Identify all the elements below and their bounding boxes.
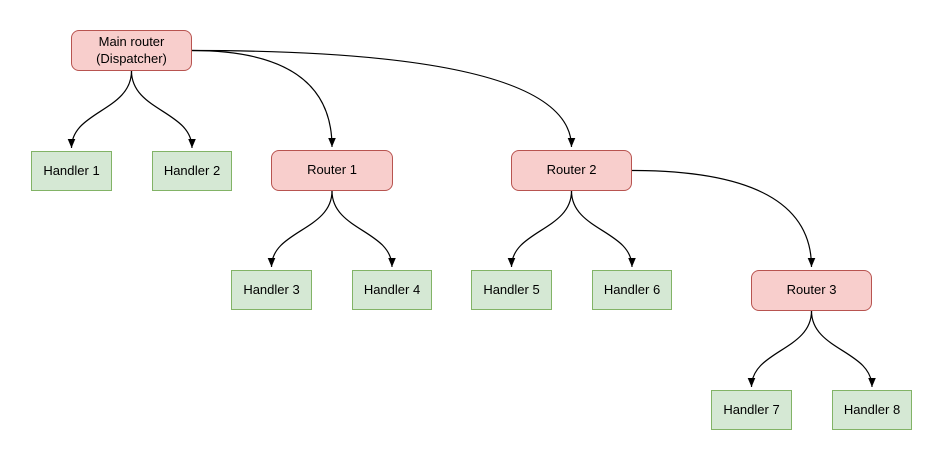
edge-main-router-to-router-1 [191,49,336,148]
node-router-1-label: Router 1 [307,162,357,178]
node-handler-3: Handler 3 [231,270,312,310]
node-router-2-label: Router 2 [546,162,597,178]
node-handler-3-label: Handler 3 [243,281,300,297]
node-handler-2: Handler 2 [152,151,232,191]
edge-router-1-to-handler-3 [267,190,333,268]
node-main-router: Main router (Dispatcher) [71,30,192,71]
edge-main-router-to-handler-2 [130,70,196,149]
edge-main-router-to-router-2 [191,49,576,148]
node-handler-7: Handler 7 [711,390,792,430]
edge-router-3-to-handler-7 [747,310,813,388]
node-handler-5-label: Handler 5 [483,281,540,297]
node-handler-4: Handler 4 [352,270,432,310]
node-main-router-label: Main router (Dispatcher) [96,34,167,66]
node-handler-7-label: Handler 7 [723,401,780,417]
edge-router-2-to-router-3 [631,169,816,268]
edge-router-1-to-handler-4 [331,190,396,268]
node-handler-6-label: Handler 6 [603,281,661,297]
node-handler-2-label: Handler 2 [163,162,221,178]
node-handler-1: Handler 1 [31,151,112,191]
node-router-1: Router 1 [271,150,393,191]
node-router-3: Router 3 [751,270,872,311]
edge-router-2-to-handler-6 [570,190,636,268]
node-router-3-label: Router 3 [786,282,837,298]
node-handler-6: Handler 6 [592,270,672,310]
node-router-2: Router 2 [511,150,632,191]
node-handler-4-label: Handler 4 [363,281,421,297]
node-handler-8-label: Handler 8 [843,401,901,417]
node-handler-8: Handler 8 [832,390,912,430]
edge-router-3-to-handler-8 [810,310,876,388]
node-handler-1-label: Handler 1 [43,162,100,178]
edge-main-router-to-handler-1 [67,70,133,149]
node-handler-5: Handler 5 [471,270,552,310]
edge-router-2-to-handler-5 [507,190,573,268]
